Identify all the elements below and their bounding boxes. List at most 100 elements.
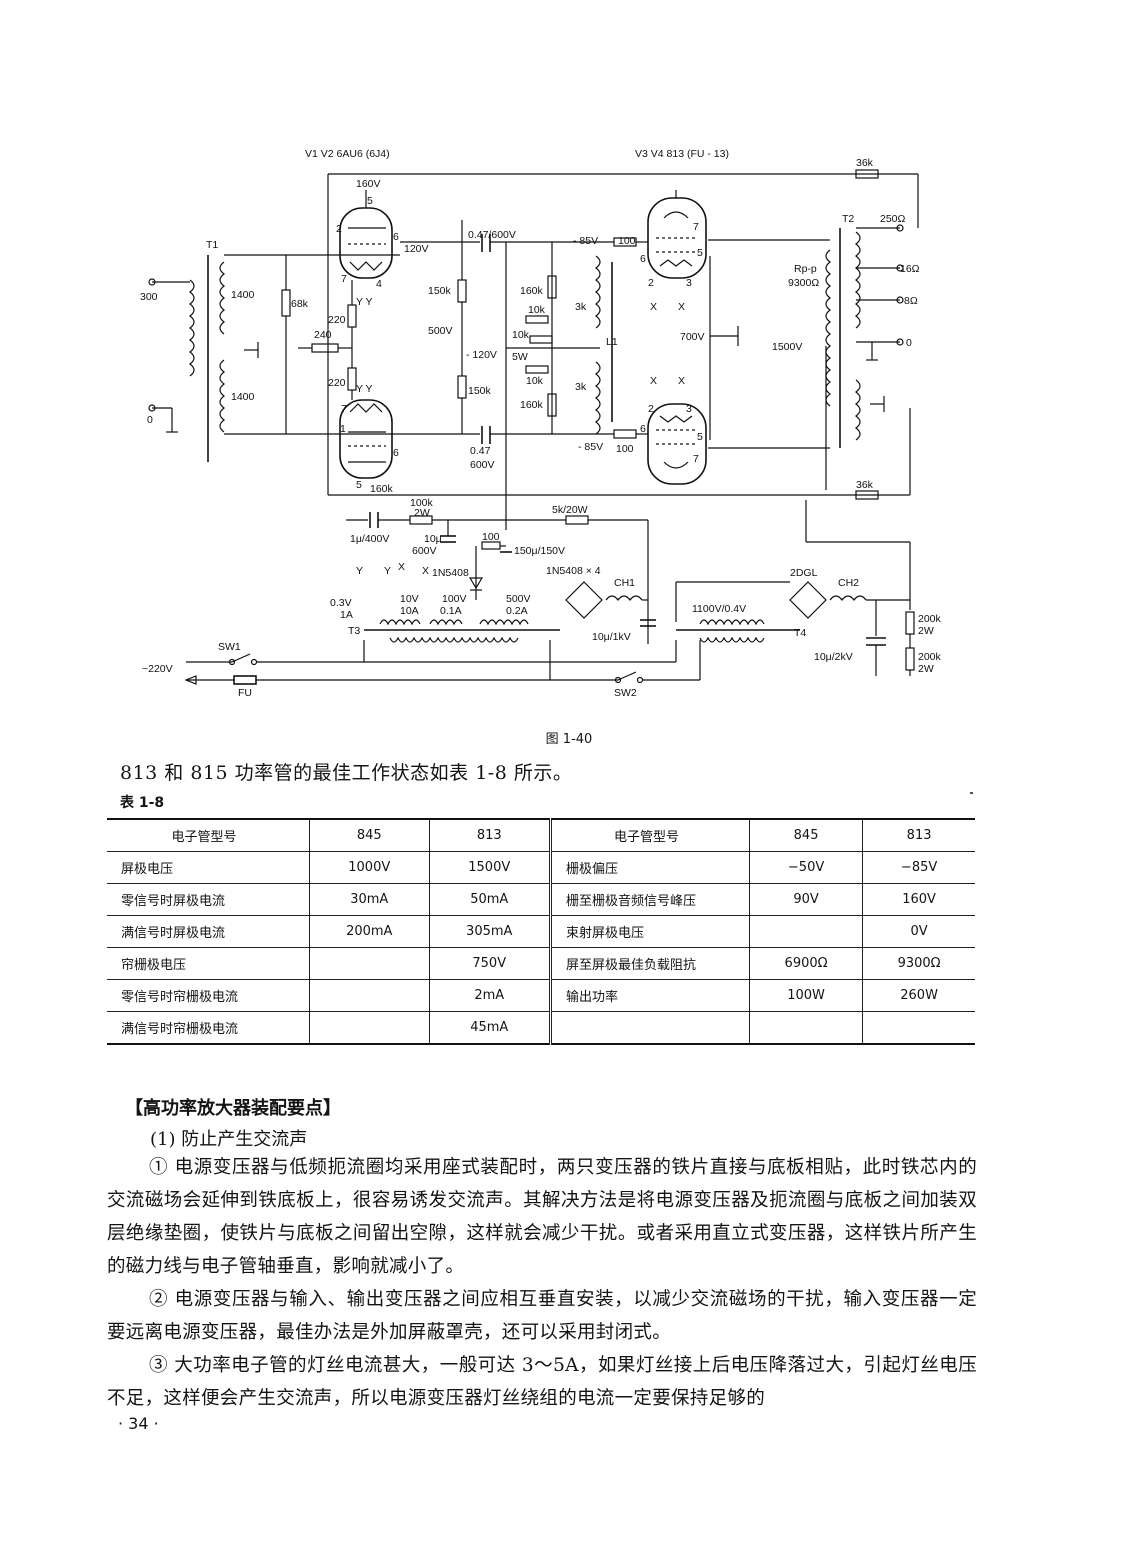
r10k-b-label: 10k (512, 329, 530, 341)
table-cell: 45mA (428, 1011, 551, 1045)
svg-text:2: 2 (648, 403, 654, 415)
table-cell: 栅至栅极音频信号峰压 (548, 883, 750, 916)
r36k-top-label: 36k (856, 157, 874, 169)
page-number: · 34 · (118, 1414, 159, 1433)
table-cell: 满信号时帘栅极电流 (107, 1011, 310, 1045)
svg-text:7: 7 (341, 273, 347, 285)
c10u-v-label: 600V (412, 545, 437, 557)
r10k-c-label: 10k (526, 375, 544, 387)
in0-label: 0 (147, 414, 153, 426)
svg-text:5: 5 (697, 247, 703, 259)
svg-text:3: 3 (686, 277, 692, 289)
table-cell (309, 979, 430, 1012)
svg-text:X: X (398, 561, 405, 573)
r220b-label: 220 (328, 377, 346, 389)
table-title: 表 1-8 (120, 795, 165, 811)
svg-text:7: 7 (693, 453, 699, 465)
table-row: 零信号时帘栅极电流 2mA 输出功率 100W 260W (107, 979, 975, 1012)
r150k-a-label: 150k (428, 285, 452, 297)
table-cell: 输出功率 (548, 979, 750, 1012)
table-cell: 1500V (428, 851, 551, 884)
v500b-label: 500V (506, 593, 531, 605)
rpp-val-label: 9300Ω (788, 277, 819, 289)
table-header-cell: 电子管型号 (107, 818, 310, 852)
t4-label: T4 (794, 627, 806, 639)
c10u-label: 10μ (424, 533, 442, 545)
table-cell (309, 947, 430, 980)
tube-v3: 7 6 5 2 3 X X (640, 190, 707, 313)
v10-label: 10V (400, 593, 419, 605)
svg-text:3: 3 (686, 403, 692, 415)
scan-speck (970, 792, 973, 794)
table-cell: 屏至屏极最佳负载阻抗 (548, 947, 750, 980)
ch1-label: CH1 (614, 577, 635, 589)
paragraph-2: ② 电源变压器与输入、输出变压器之间应相互垂直安装，以减少交流磁场的干扰，输入变… (107, 1289, 977, 1343)
svg-text:7: 7 (693, 221, 699, 233)
table-header-row: 电子管型号 845 813 电子管型号 845 813 (107, 818, 975, 852)
a01-label: 0.1A (440, 605, 462, 617)
sw2-label: SW2 (614, 687, 637, 699)
table-cell: 9300Ω (862, 947, 975, 980)
l1-label: L1 (606, 336, 618, 348)
r160k-a-label: 160k (520, 285, 544, 297)
svg-text:5: 5 (367, 195, 373, 207)
in300-label: 300 (140, 291, 158, 303)
r160k-b-label: 160k (520, 399, 544, 411)
svg-text:X: X (650, 375, 657, 387)
table-row: 满信号时屏极电流 200mA 305mA 束射屏极电压 0V (107, 915, 975, 948)
ch2-label: CH2 (838, 577, 859, 589)
c1u-label: 1μ/400V (350, 533, 389, 545)
table-cell: 0V (862, 915, 975, 948)
r100-top-label: 100 (618, 235, 636, 247)
r100k-w-label: 2W (414, 507, 430, 519)
cap-047-label: 0.47 (470, 445, 491, 457)
table-header-cell: 845 (748, 818, 864, 852)
rpp-label: Rp-p (794, 263, 817, 275)
table-cell: 满信号时屏极电流 (107, 915, 310, 948)
svg-text:5: 5 (356, 479, 362, 491)
a02-label: 0.2A (506, 605, 528, 617)
r200k-a-w-label: 2W (918, 625, 934, 637)
w1400a-label: 1400 (231, 289, 255, 301)
svg-text:6: 6 (640, 423, 646, 435)
d1n5408-label: 1N5408 (432, 567, 469, 579)
svg-text:6: 6 (393, 231, 399, 243)
v1100-label: 1100V/0.4V (692, 603, 746, 615)
c150u-label: 150μ/150V (514, 545, 565, 557)
sw1-label: SW1 (218, 641, 241, 653)
table-cell: 2mA (428, 979, 551, 1012)
table-cell: 帘栅极电压 (107, 947, 310, 980)
tube-v2: 7 1 6 5 (339, 399, 399, 491)
table-cell: 50mA (428, 883, 551, 916)
r3k-b-label: 3k (575, 381, 587, 393)
output-transformer-t2: T2 250Ω 16Ω 8Ω 0 Rp-p 9300Ω 1500V (772, 213, 920, 448)
table-cell: 屏极电压 (107, 851, 310, 884)
table-cell: 零信号时屏极电流 (107, 883, 310, 916)
sw5-label: 5W (512, 351, 528, 363)
hv-transformer-t4: T4 1100V/0.4V (676, 603, 806, 643)
table-cell: 束射屏极电压 (548, 915, 750, 948)
svg-text:X: X (678, 375, 685, 387)
tube-parameter-table: 电子管型号 845 813 电子管型号 845 813 屏极电压 1000V 1… (107, 818, 975, 1045)
r10k-a-label: 10k (528, 304, 546, 316)
table-cell (748, 1011, 864, 1045)
r36k-bot-label: 36k (856, 479, 874, 491)
v1500-label: 1500V (772, 341, 802, 353)
w1400b-label: 1400 (231, 391, 255, 403)
table-header-cell: 电子管型号 (548, 818, 750, 852)
paragraph-3: ③ 大功率电子管的灯丝电流甚大，一般可达 3～5A，如果灯丝接上后电压降落过大，… (107, 1355, 977, 1409)
table-cell (309, 1011, 430, 1045)
r200k-b-w-label: 2W (918, 663, 934, 675)
fuse (233, 675, 257, 685)
v100-label: 100V (442, 593, 467, 605)
r160k-c-label: 160k (370, 483, 394, 495)
r200k-b-label: 200k (918, 651, 942, 663)
svg-text:Y: Y (384, 565, 391, 577)
v1v2-tube-label: V1 V2 6AU6 (6J4) (305, 148, 390, 160)
out16-label: 16Ω (900, 263, 920, 275)
table-header-cell: 845 (309, 818, 430, 852)
table-cell: 160V (862, 883, 975, 916)
t1-label: T1 (206, 239, 218, 251)
r220a-label: 220 (328, 314, 346, 326)
table-row: 满信号时帘栅极电流 45mA (107, 1011, 975, 1045)
